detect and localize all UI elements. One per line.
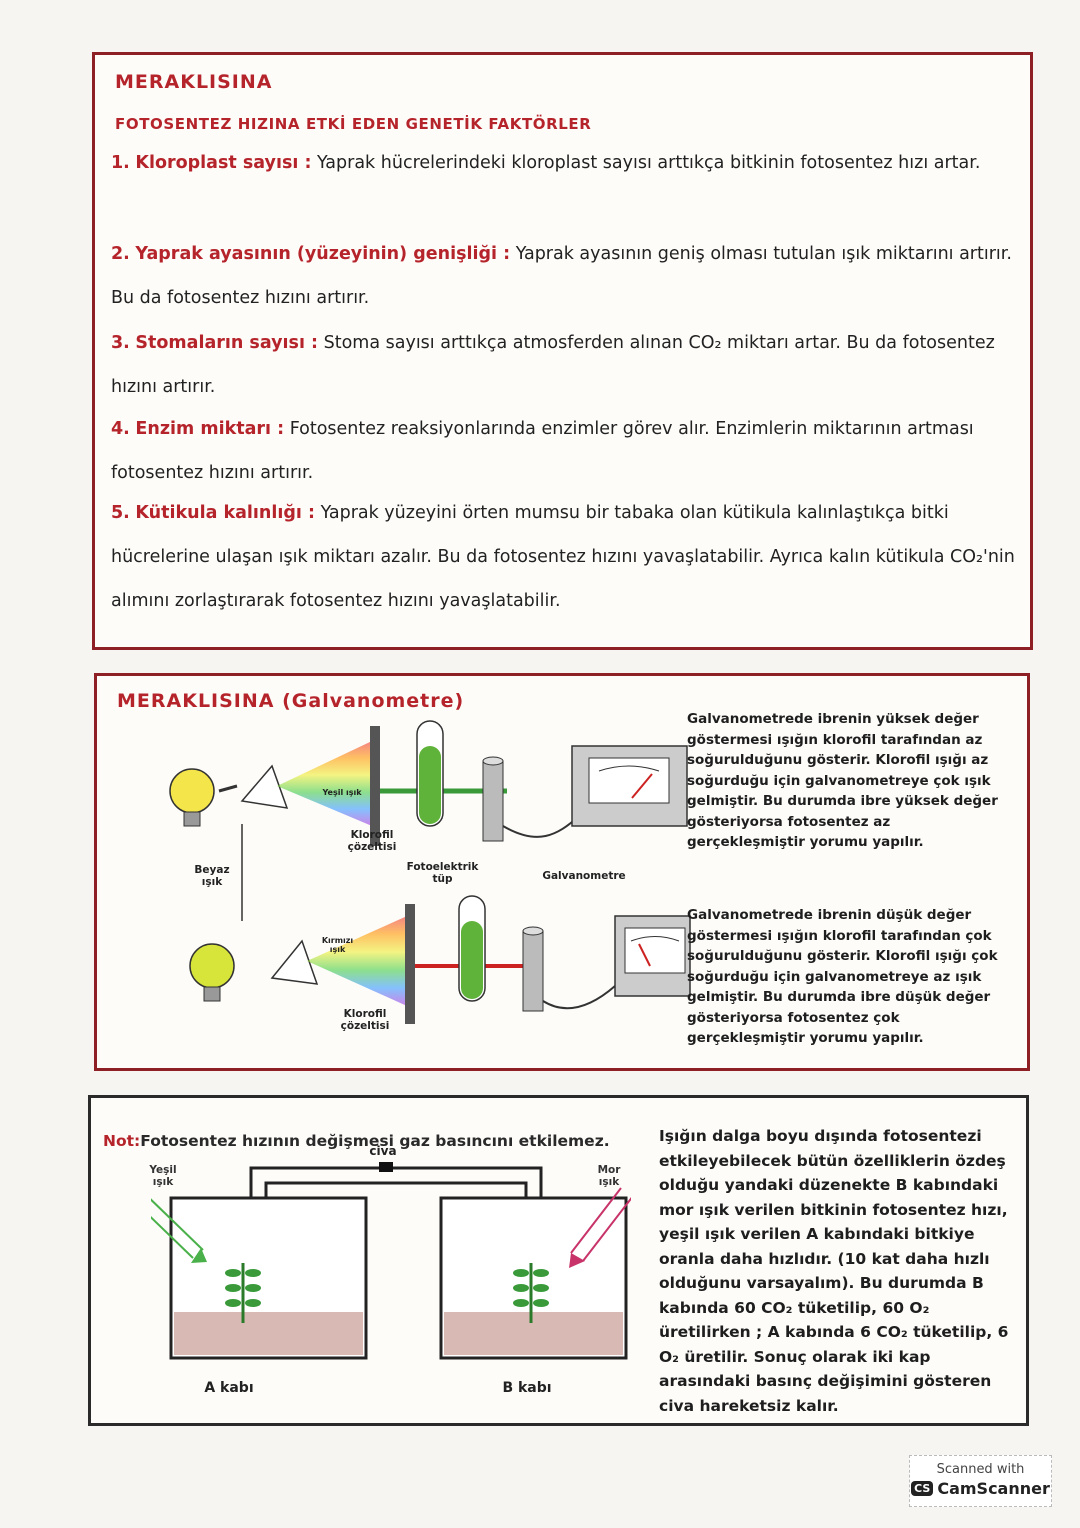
note-line: Not:Fotosentez hızının değişmesi gaz bas…	[103, 1132, 610, 1150]
purple-light-label: Mor ışık	[597, 1164, 621, 1188]
item-text: Fotosentez reaksiyonlarında enzimler gör…	[111, 419, 974, 483]
item-text: Yaprak ayasının geniş olması tutulan ışı…	[111, 244, 1012, 308]
galvanometer-label: Galvanometre	[542, 870, 626, 882]
photocell-tube-icon	[482, 760, 504, 842]
spectrum-icon	[277, 741, 372, 826]
factor-item-3: 3. Stomaların sayısı : Stoma sayısı artt…	[111, 321, 1016, 409]
galvanometer-top-icon	[571, 745, 688, 827]
galvanometer-bottom-icon	[614, 915, 691, 997]
top-setup	[169, 720, 688, 846]
item-heading: Yaprak ayasının (yüzeyinin) genişliği :	[135, 244, 511, 264]
item-heading: Kütikula kalınlığı :	[135, 503, 315, 523]
item-heading: Enzim miktarı :	[135, 419, 285, 439]
factor-item-1: 1. Kloroplast sayısı : Yaprak hücrelerin…	[111, 141, 1016, 185]
factor-item-2: 2. Yaprak ayasının (yüzeyinin) genişliği…	[111, 232, 1016, 320]
mercury-apparatus-diagram	[151, 1162, 631, 1360]
purple-light-arrow-icon	[569, 1187, 631, 1268]
low-reading-explanation: Galvanometrede ibrenin düşük değer göste…	[687, 907, 998, 1046]
box1-subtitle: FOTOSENTEZ HIZINA ETKİ EDEN GENETİK FAKT…	[115, 115, 592, 133]
wire	[502, 815, 580, 838]
chlorophyll-liquid	[419, 746, 441, 824]
factor-item-4: 4. Enzim miktarı : Fotosentez reaksiyonl…	[111, 407, 1016, 495]
white-light-label: Beyaz ışık	[194, 864, 230, 888]
spectrum-icon	[307, 916, 407, 1006]
galvanometer-box: MERAKLISINA (Galvanometre)	[94, 673, 1030, 1071]
plant-a-icon	[225, 1263, 261, 1323]
green-light-label: Yeşil ışık	[149, 1164, 177, 1188]
bottom-setup	[189, 895, 691, 1024]
item-text: Stoma sayısı arttıkça atmosferden alınan…	[111, 333, 995, 397]
item-heading: Kloroplast sayısı :	[135, 153, 312, 173]
connecting-tube	[249, 1166, 543, 1198]
slit-plate	[370, 726, 380, 846]
soil-a	[174, 1312, 363, 1355]
high-reading-explanation: Galvanometrede ibrenin yüksek değer göst…	[687, 711, 998, 850]
plant-b-icon	[513, 1263, 549, 1323]
green-light-arrow-icon	[151, 1198, 207, 1263]
soil-b	[444, 1312, 623, 1355]
item-number: 2.	[111, 244, 130, 264]
watermark-line1: Scanned with	[936, 1462, 1025, 1477]
container-b-label: B kabı	[502, 1380, 552, 1396]
camscanner-logo-icon: CS	[911, 1481, 934, 1496]
item-text: Yaprak yüzeyini örten mumsu bir tabaka o…	[111, 503, 1015, 611]
photocell-tube-icon	[522, 930, 544, 1012]
arrow-icon	[218, 784, 238, 793]
box1-title: MERAKLISINA	[115, 71, 273, 93]
chlorophyll-label-bottom: Klorofil çözeltisi	[340, 1008, 390, 1032]
watermark-brand: CamScanner	[937, 1479, 1050, 1498]
box2-title: MERAKLISINA (Galvanometre)	[117, 690, 465, 712]
note-label: Not:	[103, 1132, 141, 1150]
mercury-setup-box: Not:Fotosentez hızının değişmesi gaz bas…	[88, 1095, 1029, 1426]
item-text: Yaprak hücrelerindeki kloroplast sayısı …	[317, 153, 981, 173]
light-bulb-icon	[169, 768, 215, 827]
chlorophyll-label-top: Klorofil çözeltisi	[347, 829, 397, 853]
prism-icon	[270, 939, 319, 985]
green-light-label: Yeşil ışık	[322, 788, 362, 797]
container-a-label: A kabı	[204, 1380, 254, 1396]
slit-plate	[405, 904, 415, 1024]
note-text: Fotosentez hızının değişmesi gaz basıncı…	[140, 1132, 610, 1150]
chlorophyll-liquid	[461, 921, 483, 999]
item-number: 5.	[111, 503, 130, 523]
item-number: 3.	[111, 333, 130, 353]
wire	[542, 985, 616, 1010]
photoelectric-tube-label: Fotoelektrik tüp	[406, 861, 479, 885]
genetic-factors-box: MERAKLISINA FOTOSENTEZ HIZINA ETKİ EDEN …	[92, 52, 1033, 650]
item-number: 1.	[111, 153, 130, 173]
mercury-drop	[379, 1162, 393, 1172]
light-bulb-icon	[189, 943, 235, 1002]
item-number: 4.	[111, 419, 130, 439]
red-light-label: Kırmızı ışık	[321, 936, 354, 954]
mercury-label: civa	[369, 1144, 397, 1158]
galvanometer-diagram	[169, 720, 691, 1024]
item-heading: Stomaların sayısı :	[135, 333, 319, 353]
factor-item-5: 5. Kütikula kalınlığı : Yaprak yüzeyini …	[111, 491, 1016, 623]
mercury-explanation: Işığın dalga boyu dışında fotosentezi et…	[659, 1127, 1009, 1415]
